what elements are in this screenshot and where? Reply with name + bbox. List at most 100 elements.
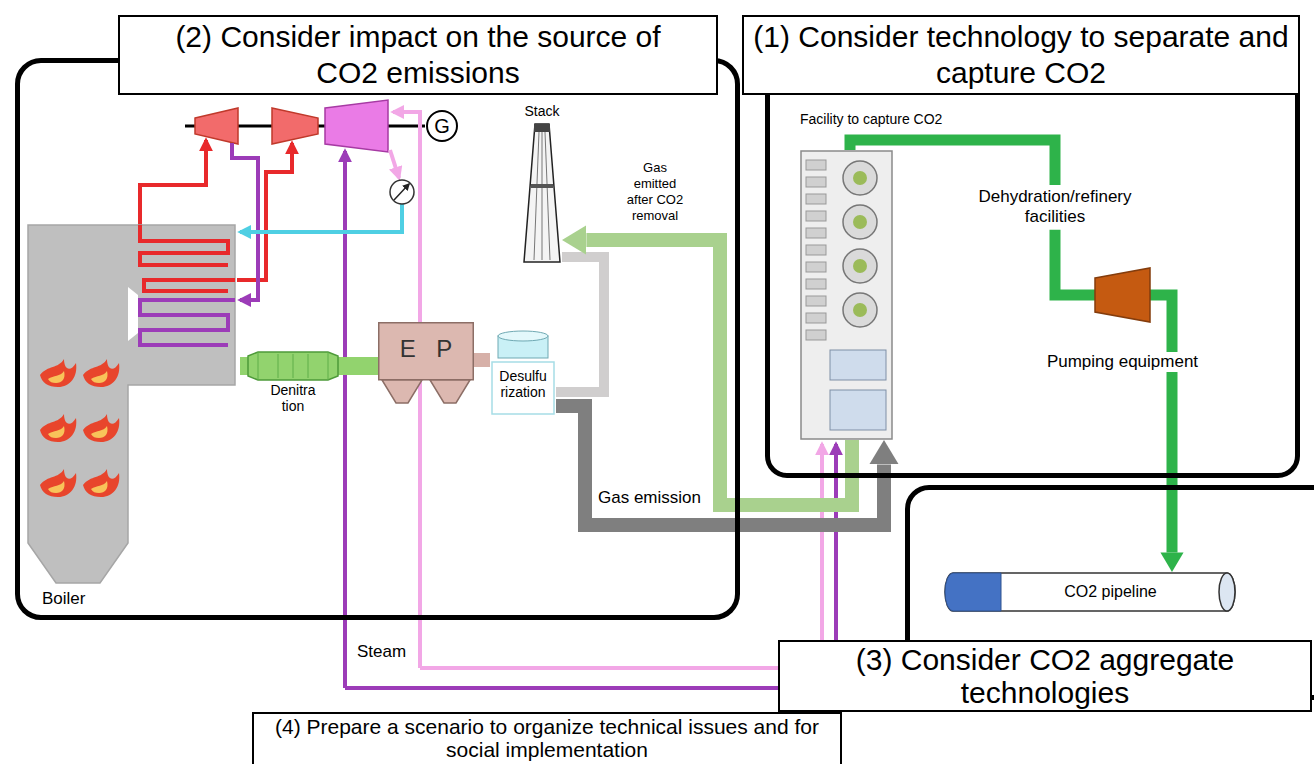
- facility-module: [806, 313, 826, 323]
- precipitator-hopper: [382, 380, 422, 403]
- facility-module: [806, 194, 826, 204]
- part-label: Facility to capture CO2: [800, 111, 942, 128]
- denitration-unit: Denitra tion: [248, 352, 338, 416]
- stack-band: [531, 184, 553, 188]
- facility-module: [806, 279, 826, 289]
- facility-vessel: [843, 205, 877, 239]
- stack-outline: [524, 124, 560, 262]
- flame-outer: [40, 414, 76, 442]
- region-frame: (2) Consider impact on the source of CO2…: [15, 58, 740, 620]
- facility-vessel: [843, 249, 877, 283]
- hp-turbine: [195, 108, 238, 144]
- superheater-coil: [140, 225, 228, 265]
- pump-symbol: Pumping equipment: [1095, 268, 1150, 322]
- absorber-body: [492, 362, 554, 414]
- facility-vessel: [843, 293, 877, 327]
- flame-inner: [91, 481, 108, 493]
- region-frame: (1) Consider technology to separate and …: [765, 58, 1300, 478]
- burner-flame: [83, 414, 119, 442]
- ip-turbine: [272, 108, 318, 144]
- facility-module: [806, 262, 826, 272]
- facility-unit: [830, 390, 886, 430]
- precipitator-hopper: [430, 380, 470, 403]
- stack-top: [534, 124, 550, 132]
- flame-outer: [40, 469, 76, 497]
- flame-inner: [48, 371, 65, 383]
- boiler-body: [28, 225, 235, 583]
- burner-flame: [83, 359, 119, 387]
- flame-inner: [48, 426, 65, 438]
- exhaust-steam-pipe: [390, 150, 399, 178]
- stack-stripes: [534, 132, 550, 260]
- reheater-coil: [140, 300, 235, 345]
- facility-module: [806, 228, 826, 238]
- node-outline: [800, 150, 893, 440]
- feed-water-pipe: [240, 204, 402, 232]
- flame-inner: [91, 371, 108, 383]
- facility-module: [806, 245, 826, 255]
- facility-module: [806, 330, 826, 340]
- burner-flame: [40, 469, 76, 497]
- flow-connector: [338, 357, 378, 375]
- part-label: E P: [378, 335, 474, 364]
- flow-note: Steam: [357, 642, 406, 662]
- boiler-nose: [128, 287, 138, 341]
- flow-connector: [1055, 230, 1095, 295]
- boiler: Boiler: [28, 225, 240, 585]
- flame-outer: [83, 469, 119, 497]
- stack-tower: Stack: [522, 124, 562, 262]
- scenario-box: (4) Prepare a scenario to organize techn…: [252, 712, 842, 764]
- burner-flame: [83, 469, 119, 497]
- cold-reheat-pipe: [232, 143, 258, 300]
- flow-label: Gas emission: [598, 488, 701, 508]
- precipitator-body: [379, 323, 474, 380]
- callout-heading: (2) Consider impact on the source of CO2…: [118, 15, 718, 95]
- flame-inner: [48, 481, 65, 493]
- process-step: Dehydration/refinery facilities: [960, 185, 1150, 230]
- condenser-symbol: [390, 180, 414, 204]
- precipitator-box: E P: [378, 322, 474, 404]
- duct-outline: [248, 352, 338, 380]
- generator-letter: G: [425, 116, 459, 136]
- scenario-text: (4) Prepare a scenario to organize techn…: [254, 714, 840, 762]
- pipeline-band: [945, 573, 1001, 611]
- pipeline-body: [945, 573, 1235, 611]
- facility-housing: [801, 151, 892, 439]
- facility-module: [806, 211, 826, 221]
- capture-facility: Facility to capture CO2: [800, 150, 893, 440]
- lp-turbine: [325, 100, 388, 152]
- facility-vessel-core: [853, 215, 867, 229]
- absorber-top: [498, 331, 548, 341]
- part-label: Denitra tion: [265, 382, 321, 414]
- facility-vessel: [843, 161, 877, 195]
- burner-flame: [40, 359, 76, 387]
- facility-module: [806, 296, 826, 306]
- duct-ribs: [258, 352, 328, 380]
- callout-heading: (3) Consider CO2 aggregate technologies: [778, 640, 1312, 712]
- return-steam-pipe: [420, 444, 822, 668]
- part-label: Boiler: [42, 589, 85, 609]
- part-label: CO2 pipeline: [1001, 582, 1220, 601]
- pipeline-cylinder: CO2 pipeline: [945, 572, 1240, 612]
- flow-label: Gas emitted after CO2 removal: [623, 160, 687, 224]
- facility-module: [806, 160, 826, 170]
- part-label: Dehydration/refinery facilities: [960, 185, 1150, 230]
- flow-connector: [474, 353, 490, 367]
- facility-vessel-core: [853, 259, 867, 273]
- part-label: Pumping equipment: [1044, 352, 1201, 372]
- part-label: Desulfu rization: [495, 368, 551, 400]
- node-outline: [28, 225, 240, 585]
- flame-outer: [83, 359, 119, 387]
- node-outline: [378, 322, 474, 404]
- generator-circle: G: [425, 109, 459, 143]
- facility-vessel-core: [853, 171, 867, 185]
- flow-connector: [1150, 295, 1172, 552]
- flow-connector: [556, 257, 604, 392]
- main-steam-pipe: [140, 140, 206, 226]
- region-frame: (3) Consider CO2 aggregate technologiesC…: [905, 485, 1314, 700]
- pipeline-end: [1219, 573, 1235, 611]
- reheater-coil: [144, 280, 235, 291]
- facility-unit: [830, 350, 886, 380]
- flame-outer: [40, 359, 76, 387]
